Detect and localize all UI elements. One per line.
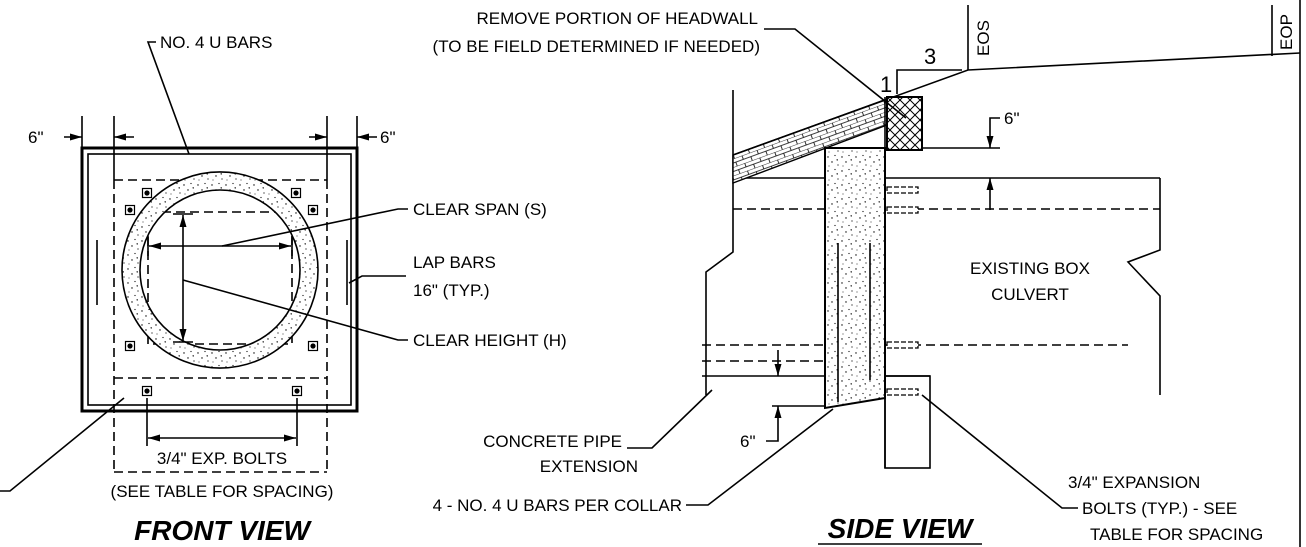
culvert-label-line1: EXISTING BOX: [970, 259, 1090, 278]
headwall-note-leader: [764, 28, 907, 119]
culvert-label-line2: CULVERT: [991, 285, 1069, 304]
headwall-note-line2: (TO BE FIELD DETERMINED IF NEEDED): [433, 37, 760, 56]
collar-u-bars: [837, 243, 871, 402]
side-view-title: SIDE VIEW: [828, 513, 975, 544]
slope-triangle: [896, 69, 962, 94]
side-view: 3 1 EOS EOP 6" 6" REMOVE PORTION OF HEAD…: [433, 0, 1301, 547]
bolt-spacing-extension-lines: [146, 398, 298, 446]
expansion-bolt: [886, 186, 919, 194]
dim-top-label: 6": [1004, 109, 1020, 128]
bolt-symbol: [291, 385, 303, 397]
bolt-spacing-label: 3/4" EXP. BOLTS: [157, 449, 287, 468]
bolt-symbol: [307, 340, 319, 352]
u-bars-per-collar-leader: [686, 408, 834, 506]
u-bars-per-collar-label: 4 - NO. 4 U BARS PER COLLAR: [433, 496, 682, 515]
bolt-symbol: [290, 187, 302, 199]
dim-left-extension-lines: [81, 116, 115, 180]
front-view: 6" 6" NO. 4 U BARS CLEAR SPAN (S) LAP BA…: [0, 33, 567, 546]
expansion-bolts-label-line1: 3/4" EXPANSION: [1068, 473, 1200, 492]
slope-vertical-label: 1: [880, 72, 892, 97]
concrete-pipe-ring: [121, 171, 319, 369]
dim-bottom-label: 6": [740, 432, 756, 451]
lap-bars-leader: [348, 275, 406, 284]
headwall-note-line1: REMOVE PORTION OF HEADWALL: [477, 9, 759, 28]
expansion-bolt: [886, 388, 919, 396]
front-view-title: FRONT VIEW: [134, 515, 312, 546]
pipe-extension-label-line1: CONCRETE PIPE: [483, 432, 622, 451]
lap-bars-length: 16" (TYP.): [413, 281, 490, 300]
expansion-bolts-label-line2: BOLTS (TYP.) - SEE: [1082, 499, 1237, 518]
bolt-symbol: [141, 187, 153, 199]
bolt-spacing-note: (SEE TABLE FOR SPACING): [111, 482, 334, 501]
eop-label: EOP: [1277, 14, 1296, 50]
expansion-bolts-leader: [921, 394, 1078, 509]
u-bars-leader: [146, 41, 190, 155]
dim-bottom-arrow-b: [766, 406, 782, 442]
collar-inner-line: [87, 153, 352, 406]
pipe-extension-leader: [627, 389, 713, 449]
bottom-left-leader: [0, 397, 125, 492]
bolt-symbol: [141, 385, 153, 397]
lap-bars-label: LAP BARS: [413, 253, 496, 272]
bolt-group: [124, 187, 319, 397]
clear-span-label: CLEAR SPAN (S): [413, 200, 547, 219]
clear-span-leader: [221, 208, 408, 247]
dim-top-arrow-a: [986, 117, 1000, 148]
dim-right-extension-lines: [326, 116, 358, 180]
clear-span-ticks: [147, 213, 293, 343]
expansion-bolt: [886, 341, 919, 349]
pipe-extension-label-line2: EXTENSION: [540, 457, 638, 476]
dim-left-label: 6": [28, 128, 44, 147]
clear-height-leader: [182, 279, 408, 341]
headwall-portion-to-remove: [886, 96, 923, 151]
bolt-symbol: [307, 204, 319, 216]
pipe-cage-dashed: [147, 211, 293, 345]
expansion-bolts-label-line3: TABLE FOR SPACING: [1090, 525, 1263, 544]
slope-horizontal-label: 3: [924, 44, 936, 69]
bolt-symbol: [124, 340, 136, 352]
dim-right-label: 6": [380, 128, 396, 147]
expansion-bolt: [886, 206, 919, 214]
culvert-right-break-line: [1126, 178, 1161, 395]
eos-label: EOS: [974, 20, 993, 56]
clear-height-label: CLEAR HEIGHT (H): [413, 331, 567, 350]
u-bars-label: NO. 4 U BARS: [160, 33, 272, 52]
concrete-pipe-extension: [824, 147, 886, 410]
bolt-symbol: [124, 204, 136, 216]
